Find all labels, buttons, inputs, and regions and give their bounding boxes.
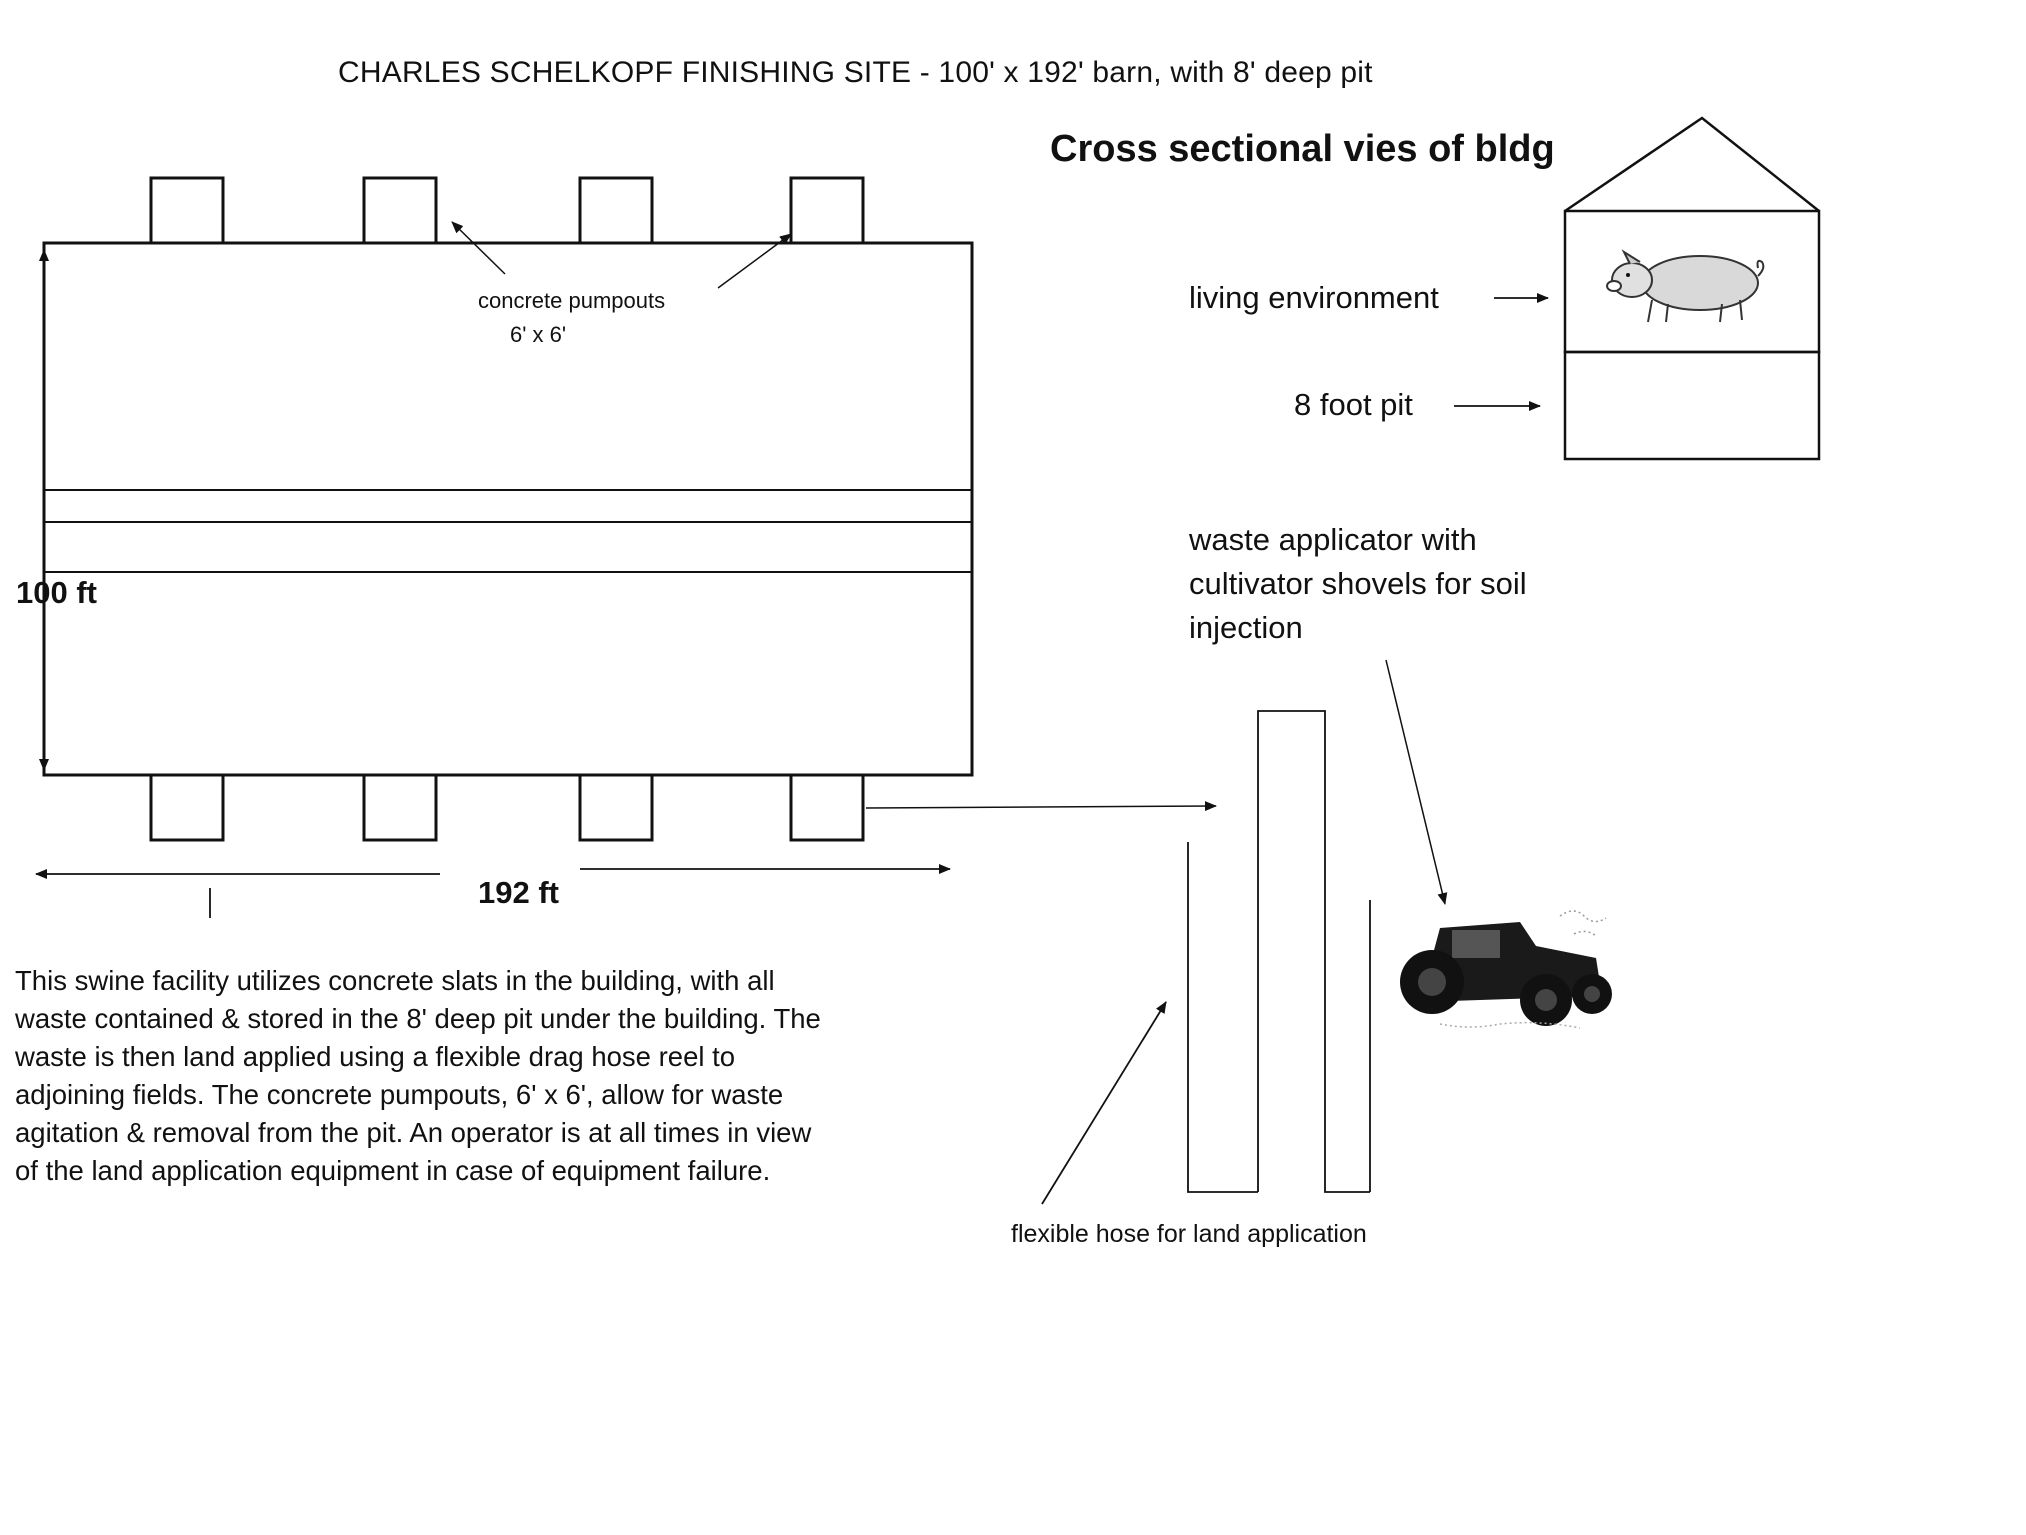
pumpout-leader-right <box>717 233 792 289</box>
pumpout-leader-left <box>451 221 506 275</box>
barn-plan <box>42 241 974 777</box>
cross-section-pit <box>1563 350 1821 461</box>
description-line: waste is then land applied using a flexi… <box>15 1041 736 1072</box>
cross-section <box>1563 116 1821 461</box>
length-dimension <box>35 864 951 918</box>
cross-section-roof <box>1564 116 1820 213</box>
pumpout-bottom-1 <box>149 773 225 842</box>
site-title: CHARLES SCHELKOPF FINISHING SITE - 100' … <box>338 56 1373 89</box>
pumpouts-bottom <box>149 773 865 842</box>
pumpout-bottom-4 <box>789 773 865 842</box>
pumpout-to-hose-arrow <box>865 801 1217 812</box>
cross-section-title: Cross sectional vies of bldg <box>1050 128 1555 170</box>
pit-label: 8 foot pit <box>1294 387 1413 422</box>
pumpout-bottom-3 <box>578 773 654 842</box>
hose-label-arrow <box>1041 1001 1167 1205</box>
drag-hose <box>1041 710 1371 1205</box>
description-line: agitation & removal from the pit. An ope… <box>15 1117 812 1148</box>
facility-description: This swine facility utilizes concrete sl… <box>15 962 935 1190</box>
barn-outline <box>42 241 974 777</box>
width-label: 100 ft <box>16 575 97 610</box>
pig-icon <box>1606 249 1765 323</box>
pumpout-top-2 <box>362 176 438 245</box>
hose-line-inner <box>1257 710 1340 1193</box>
pumpout-bottom-2 <box>362 773 438 842</box>
applicator-label: waste applicator with cultivator shovels… <box>1189 522 1527 645</box>
description-line: of the land application equipment in cas… <box>15 1155 771 1186</box>
applicator-arrow <box>1385 659 1448 905</box>
hose-label: flexible hose for land application <box>1011 1220 1367 1248</box>
description-line: adjoining fields. The concrete pumpouts,… <box>15 1079 784 1110</box>
tractor-icon <box>1400 910 1612 1029</box>
pumpout-top-4 <box>789 176 865 245</box>
description-line: This swine facility utilizes concrete sl… <box>15 965 775 996</box>
pumpout-label: concrete pumpouts <box>478 288 666 313</box>
pumpout-top-3 <box>578 176 654 245</box>
pumpout-top-1 <box>149 176 225 245</box>
pumpouts-top <box>149 176 865 245</box>
description-line: waste contained & stored in the 8' deep … <box>15 1003 821 1034</box>
hose-line-outer <box>1187 842 1258 1193</box>
living-environment-label: living environment <box>1189 280 1439 315</box>
pumpout-leaders <box>451 221 792 289</box>
length-label: 192 ft <box>478 875 559 910</box>
pumpout-size: 6' x 6' <box>510 322 567 347</box>
